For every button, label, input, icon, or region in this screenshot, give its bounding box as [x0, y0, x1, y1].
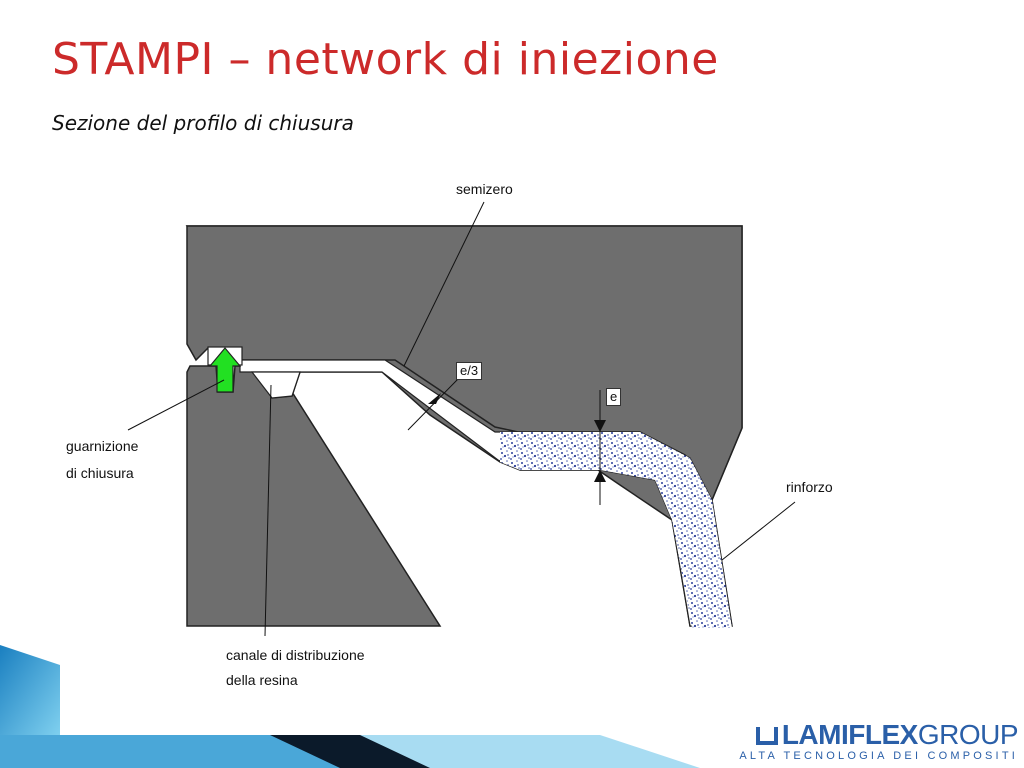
- slide-title: STAMPI – network di iniezione: [52, 34, 719, 85]
- label-canale-line1: canale di distribuzione: [226, 647, 365, 663]
- company-logo: LAMIFLEXGROUP ALTA TECNOLOGIA DEI COMPOS…: [739, 719, 1019, 763]
- leader-lines: [127, 201, 796, 637]
- label-guarnizione-line2: di chiusura: [66, 465, 134, 481]
- slide-subtitle: Sezione del profilo di chiusura: [52, 111, 354, 135]
- label-canale-line2: della resina: [226, 672, 298, 688]
- logo-name-thin: GROUP: [917, 719, 1019, 750]
- label-semizero: semizero: [456, 181, 513, 197]
- logo-name-bold: LAMIFLEX: [781, 719, 919, 750]
- label-e3: e/3: [456, 362, 483, 380]
- label-guarnizione-line1: guarnizione: [66, 438, 139, 454]
- logo-mark-icon: [755, 727, 778, 745]
- label-e: e: [606, 388, 622, 406]
- logo-tagline: ALTA TECNOLOGIA DEI COMPOSITI: [739, 750, 1018, 762]
- dimension-arrows: [428, 393, 606, 482]
- gasket-arrow: [208, 347, 242, 393]
- decorative-swoosh: [0, 645, 700, 768]
- label-rinforzo: rinforzo: [786, 479, 833, 495]
- logo-wordmark: LAMIFLEXGROUP: [739, 719, 1019, 750]
- reinforcement-region: [500, 432, 732, 628]
